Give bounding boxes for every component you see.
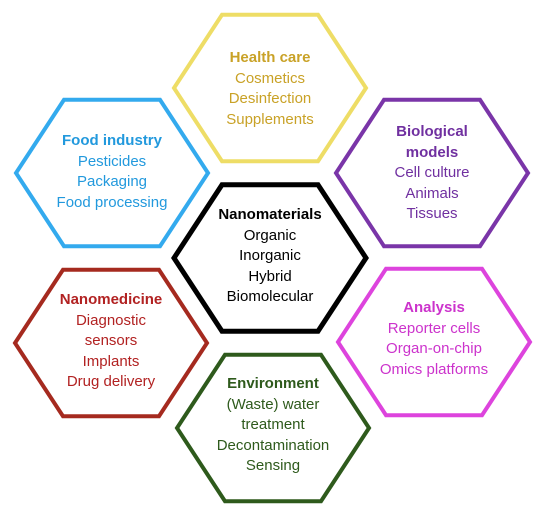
hex-title: Food industry bbox=[62, 132, 162, 149]
hex-label-environment: Environment (Waste) water treatment Deco… bbox=[178, 374, 368, 477]
hexagon-food-industry bbox=[13, 97, 211, 249]
hex-item: Desinfection bbox=[228, 90, 312, 107]
hex-title: Analysis bbox=[403, 299, 465, 316]
hex-item: Organ-on-chip bbox=[386, 340, 482, 357]
hex-item: Inorganic bbox=[239, 247, 301, 264]
hex-title: Health care bbox=[229, 49, 311, 66]
hex-label-analysis: Analysis Reporter cells Organ-on-chip Om… bbox=[339, 298, 529, 380]
hex-item: Pesticides bbox=[77, 152, 147, 170]
hex-item: Sensing bbox=[245, 457, 301, 474]
hex-item: Hybrid bbox=[248, 267, 292, 285]
hex-item: Cell culture bbox=[394, 164, 470, 181]
hex-item: Diagnostic bbox=[75, 311, 147, 329]
hex-item: Packaging bbox=[76, 173, 148, 190]
hex-item: Cosmetics bbox=[234, 69, 305, 87]
hexagon-center bbox=[171, 182, 369, 334]
hex-title: Nanomaterials bbox=[218, 206, 322, 223]
hex-label-food-industry: Food industry Pesticides Packaging Food … bbox=[17, 131, 207, 213]
hex-label-center: Nanomaterials Organic Inorganic Hybrid B… bbox=[175, 205, 365, 308]
hex-item: Reporter cells bbox=[387, 319, 481, 337]
hexagon-environment bbox=[174, 352, 372, 504]
hexagon-analysis bbox=[335, 266, 533, 418]
hexagon-nanomedicine bbox=[12, 267, 210, 419]
hex-title: Nanomedicine bbox=[59, 291, 163, 308]
hex-label-biological-models: Biological models Cell culture Animals T… bbox=[337, 122, 527, 225]
hex-title: Biological bbox=[396, 123, 468, 140]
hex-item: Food processing bbox=[56, 193, 168, 211]
hex-item: Omics platforms bbox=[379, 360, 489, 378]
hex-item: Tissues bbox=[406, 205, 458, 222]
hexagon-biological-models bbox=[333, 97, 531, 249]
hex-item: Implants bbox=[82, 352, 140, 370]
hex-item: Organic bbox=[243, 226, 297, 244]
hex-label-health-care: Health care Cosmetics Desinfection Suppl… bbox=[175, 48, 365, 130]
hex-item: (Waste) water bbox=[226, 395, 320, 413]
hex-item: Animals bbox=[405, 184, 459, 202]
hex-item: Drug delivery bbox=[66, 373, 156, 390]
hex-item: Biomolecular bbox=[226, 288, 314, 305]
hex-title: models bbox=[405, 143, 459, 161]
hex-item: Supplements bbox=[226, 110, 314, 128]
hex-item: Decontamination bbox=[216, 436, 330, 454]
hexagon-health-care bbox=[171, 12, 369, 164]
hex-item: treatment bbox=[241, 416, 305, 433]
hex-label-nanomedicine: Nanomedicine Diagnostic sensors Implants… bbox=[16, 290, 206, 393]
hex-title: Environment bbox=[227, 375, 319, 392]
hex-item: sensors bbox=[84, 332, 138, 349]
